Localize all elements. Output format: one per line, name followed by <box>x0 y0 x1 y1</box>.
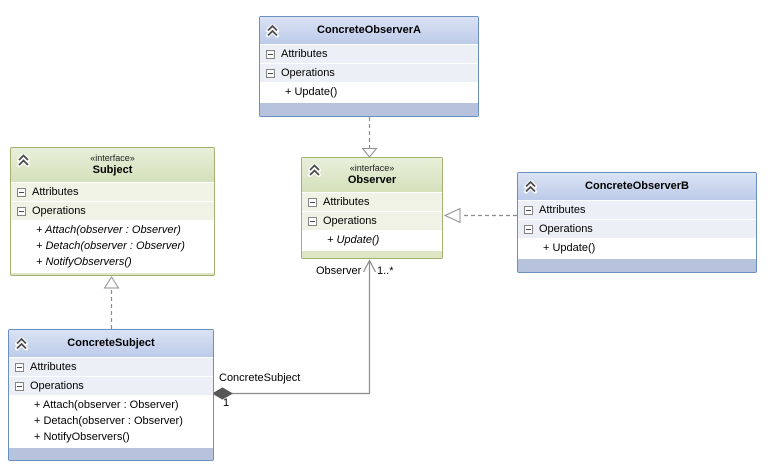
attributes-section: Attributes <box>9 358 213 377</box>
attributes-section: Attributes <box>302 193 442 212</box>
collapse-chevron-icon[interactable] <box>265 22 280 37</box>
operation-item[interactable]: + Attach(observer : Observer) <box>34 399 179 411</box>
minus-box-icon[interactable] <box>524 205 533 215</box>
class-header: ConcreteSubject <box>9 330 213 358</box>
operation-item[interactable]: + Update() <box>285 86 338 98</box>
operations-label: Operations <box>323 215 377 227</box>
minus-box-icon[interactable] <box>308 216 317 226</box>
class-header: «interface» Subject <box>11 148 214 183</box>
class-header: ConcreteObserverB <box>518 173 756 201</box>
minus-box-icon[interactable] <box>17 187 26 197</box>
attributes-label: Attributes <box>30 361 77 373</box>
operations-section: Operations <box>518 220 756 239</box>
operations-label: Operations <box>30 380 84 392</box>
minus-box-icon[interactable] <box>17 206 26 216</box>
operations-list: + Update() <box>302 231 442 250</box>
class-title: ConcreteObserverB <box>585 180 689 192</box>
operations-list: + Attach(observer : Observer) + Detach(o… <box>11 221 214 272</box>
operations-list: + Update() <box>260 83 478 102</box>
operations-section: Operations <box>11 202 214 221</box>
class-title: ConcreteSubject <box>67 337 155 349</box>
class-header: ConcreteObserverA <box>260 17 478 45</box>
operation-item[interactable]: + NotifyObservers() <box>34 431 130 443</box>
class-title: Observer <box>347 174 397 186</box>
association-source-multiplicity-label: 1 <box>223 397 230 409</box>
realization-concreteobservera-observer[interactable] <box>361 117 378 158</box>
operations-section: Operations <box>9 377 213 396</box>
minus-box-icon[interactable] <box>266 49 275 59</box>
collapse-chevron-icon[interactable] <box>16 152 31 167</box>
realization-concretesubject-subject[interactable] <box>103 276 120 329</box>
attributes-label: Attributes <box>323 196 370 208</box>
realization-concreteobserverb-observer[interactable] <box>443 207 517 224</box>
minus-box-icon[interactable] <box>308 197 317 207</box>
operations-section: Operations <box>302 212 442 231</box>
operation-item[interactable]: + NotifyObservers() <box>36 256 132 268</box>
attributes-label: Attributes <box>539 204 586 216</box>
box-footer-strip <box>302 250 442 258</box>
box-footer-strip <box>518 258 756 272</box>
interface-observer[interactable]: «interface» Observer Attributes Operatio… <box>301 157 443 259</box>
class-header: «interface» Observer <box>302 158 442 193</box>
class-concrete-observer-b[interactable]: ConcreteObserverB Attributes Operations … <box>517 172 757 273</box>
class-title: ConcreteObserverA <box>317 24 421 36</box>
box-footer-strip <box>11 272 214 275</box>
operations-label: Operations <box>32 205 86 217</box>
operations-list: + Attach(observer : Observer) + Detach(o… <box>9 396 213 447</box>
minus-box-icon[interactable] <box>15 381 24 391</box>
minus-box-icon[interactable] <box>15 362 24 372</box>
class-concrete-observer-a[interactable]: ConcreteObserverA Attributes Operations … <box>259 16 479 117</box>
operations-label: Operations <box>281 67 335 79</box>
collapse-chevron-icon[interactable] <box>307 162 322 177</box>
attributes-label: Attributes <box>281 48 328 60</box>
attributes-section: Attributes <box>11 183 214 202</box>
minus-box-icon[interactable] <box>524 224 533 234</box>
operations-label: Operations <box>539 223 593 235</box>
attributes-section: Attributes <box>260 45 478 64</box>
operation-item[interactable]: + Attach(observer : Observer) <box>36 224 181 236</box>
operation-item[interactable]: + Update() <box>327 234 380 246</box>
operation-item[interactable]: + Detach(observer : Observer) <box>34 415 183 427</box>
stereotype-label: «interface» <box>349 163 395 173</box>
association-source-role-label: ConcreteSubject <box>219 372 301 384</box>
operation-item[interactable]: + Update() <box>543 242 596 254</box>
association-target-multiplicity-label: 1..* <box>377 265 394 277</box>
attributes-label: Attributes <box>32 186 79 198</box>
class-title: Subject <box>92 164 133 176</box>
class-concrete-subject[interactable]: ConcreteSubject Attributes Operations + … <box>8 329 214 461</box>
interface-subject[interactable]: «interface» Subject Attributes Operation… <box>10 147 215 276</box>
operation-item[interactable]: + Detach(observer : Observer) <box>36 240 185 252</box>
box-footer-strip <box>9 447 213 460</box>
operations-list: + Update() <box>518 239 756 258</box>
minus-box-icon[interactable] <box>266 68 275 78</box>
collapse-chevron-icon[interactable] <box>14 335 29 350</box>
attributes-section: Attributes <box>518 201 756 220</box>
association-target-role-label: Observer <box>316 265 362 277</box>
box-footer-strip <box>260 102 478 116</box>
stereotype-label: «interface» <box>90 153 135 163</box>
collapse-chevron-icon[interactable] <box>523 178 538 193</box>
operations-section: Operations <box>260 64 478 83</box>
